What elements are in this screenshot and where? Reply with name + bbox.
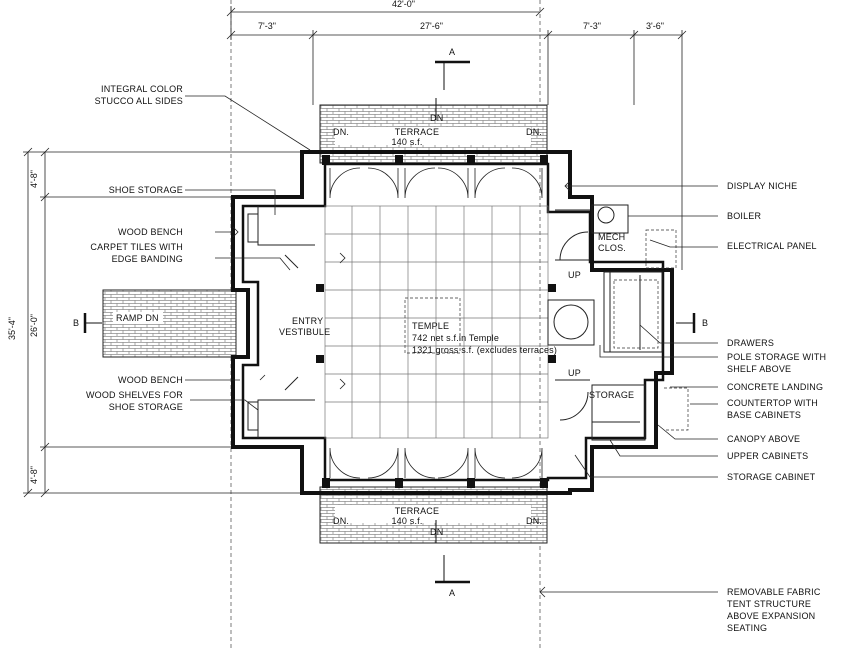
callout-countertop-2: BASE CABINETS <box>727 410 802 420</box>
up-bottom: UP <box>568 368 581 378</box>
up-top: UP <box>568 270 581 280</box>
dim-vertical-bottom: 4'-8" <box>29 466 39 484</box>
mech-label-2: CLOS. <box>598 243 627 253</box>
callout-tent-2: TENT STRUCTURE <box>727 599 812 609</box>
callout-carpet-1: CARPET TILES WITH <box>90 242 183 252</box>
dim-vertical-top: 4'-8" <box>29 170 39 188</box>
temple-name: TEMPLE <box>412 321 450 331</box>
leader-lines <box>185 95 718 593</box>
callout-tent-3: ABOVE EXPANSION <box>727 611 816 621</box>
top-dimension-lines <box>226 6 687 270</box>
temple-floor-grid <box>324 205 549 439</box>
dim-right-bay: 7'-3" <box>583 21 601 31</box>
callout-concrete-landing: CONCRETE LANDING <box>727 382 824 392</box>
callout-electrical-panel: ELECTRICAL PANEL <box>727 241 817 251</box>
ramp-label: RAMP DN <box>116 313 159 323</box>
callout-canopy: CANOPY ABOVE <box>727 434 801 444</box>
dn-bottom-center: DN <box>430 527 444 537</box>
entry-label-1: ENTRY <box>292 316 324 326</box>
dim-center: 27'-6" <box>420 21 443 31</box>
callout-wood-bench-2: WOOD BENCH <box>118 375 183 385</box>
temple-center-dashed <box>404 297 461 354</box>
dim-right-extra: 3'-6" <box>646 21 664 31</box>
callout-wood-shelves-1: WOOD SHELVES FOR <box>85 390 183 400</box>
right-dashed-elements <box>613 229 689 431</box>
terrace-top-area: 140 s.f. <box>391 137 423 147</box>
dim-left-bay: 7'-3" <box>258 21 276 31</box>
dn-top-right: DN. <box>526 127 543 137</box>
dim-overall: 42'-0" <box>392 0 415 9</box>
dim-vertical-total: 35'-4" <box>7 317 17 340</box>
callout-pole-storage-2: SHELF ABOVE <box>727 364 792 374</box>
section-markers <box>83 60 696 584</box>
terrace-bottom-area: 140 s.f. <box>391 516 423 526</box>
callout-stucco-2: STUCCO ALL SIDES <box>94 96 183 106</box>
callout-countertop-1: COUNTERTOP WITH <box>727 398 819 408</box>
callout-boiler: BOILER <box>727 211 762 221</box>
callout-stucco-1: INTEGRAL COLOR <box>101 84 183 94</box>
dn-bottom-left: DN. <box>333 516 350 526</box>
section-a-top: A <box>449 47 456 57</box>
dim-vertical-middle: 26'-0" <box>29 314 39 337</box>
callout-upper-cabinets: UPPER CABINETS <box>727 451 809 461</box>
callout-pole-storage-1: POLE STORAGE WITH <box>727 352 827 362</box>
temple-net-area: 742 net s.f.in Temple <box>412 333 500 343</box>
left-benches <box>247 206 315 438</box>
callout-shoe-storage: SHOE STORAGE <box>108 185 183 195</box>
callout-storage-cabinet: STORAGE CABINET <box>727 472 816 482</box>
callout-wood-shelves-2: SHOE STORAGE <box>108 402 183 412</box>
entry-label-2: VESTIBULE <box>279 327 331 337</box>
mech-label-1: MECH <box>598 232 626 242</box>
tent-structure-dashed-lines <box>230 0 541 649</box>
exterior-walls <box>231 150 674 495</box>
right-rooms <box>547 204 663 441</box>
left-dimension-lines <box>23 147 305 498</box>
callout-drawers: DRAWERS <box>727 338 775 348</box>
top-door-swings <box>329 167 543 199</box>
callout-display-niche: DISPLAY NICHE <box>727 181 798 191</box>
dn-top-center: DN <box>430 113 444 123</box>
callout-wood-bench-1: WOOD BENCH <box>118 227 183 237</box>
terrace-top-name: TERRACE <box>394 127 440 137</box>
storage-label: STORAGE <box>589 390 635 400</box>
temple-gross-area: 1321 gross s.f. (excludes terraces) <box>412 345 558 355</box>
callout-tent-1: REMOVABLE FABRIC <box>727 587 821 597</box>
callout-tent-4: SEATING <box>727 623 768 633</box>
columns <box>316 155 556 488</box>
bottom-door-swings <box>329 447 543 479</box>
leader-arrowheads <box>232 180 571 598</box>
dn-bottom-right: DN. <box>526 516 543 526</box>
dn-top-left: DN. <box>333 127 350 137</box>
terrace-bottom-name: TERRACE <box>394 506 440 516</box>
section-b-right: B <box>702 318 709 328</box>
section-a-bottom: A <box>449 588 456 598</box>
section-b-left: B <box>73 318 80 328</box>
callout-carpet-2: EDGE BANDING <box>111 254 183 264</box>
